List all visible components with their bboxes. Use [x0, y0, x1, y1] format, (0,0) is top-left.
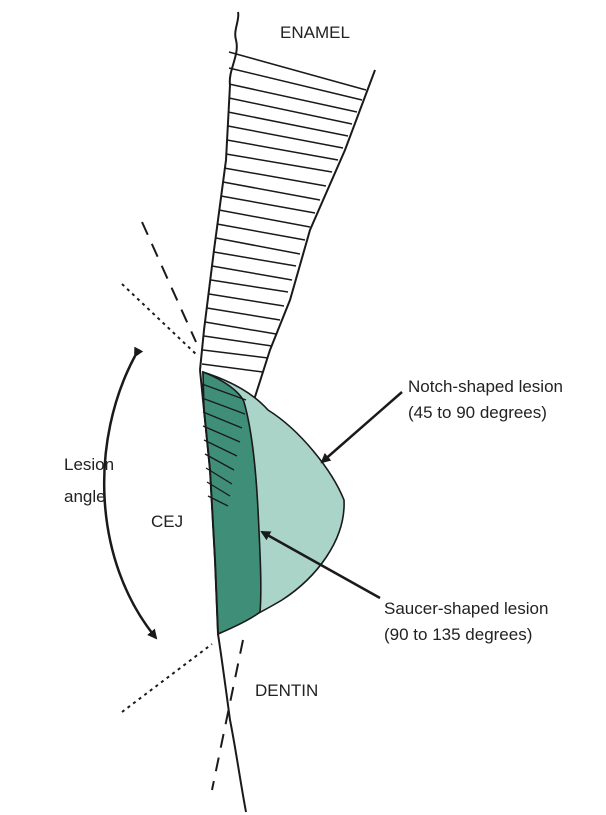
lesion-angle-arrow [104, 356, 156, 638]
notch-pointer-arrow [322, 392, 402, 462]
enamel-label: ENAMEL [280, 23, 350, 42]
saucer-lesion-label-line2: (90 to 135 degrees) [384, 625, 532, 644]
notch-lesion-label-line2: (45 to 90 degrees) [408, 403, 547, 422]
lower-dotted-line [122, 644, 212, 712]
lesion-angle-label-line1: Lesion [64, 455, 114, 474]
cej-label: CEJ [151, 512, 183, 531]
enamel-hatch-lines [202, 52, 366, 372]
saucer-lesion-label-line1: Saucer-shaped lesion [384, 599, 548, 618]
lesion-angle-label-line2: angle [64, 487, 106, 506]
upper-dashed-line [142, 222, 196, 342]
dentin-label: DENTIN [255, 681, 318, 700]
notch-lesion-label-line1: Notch-shaped lesion [408, 377, 563, 396]
